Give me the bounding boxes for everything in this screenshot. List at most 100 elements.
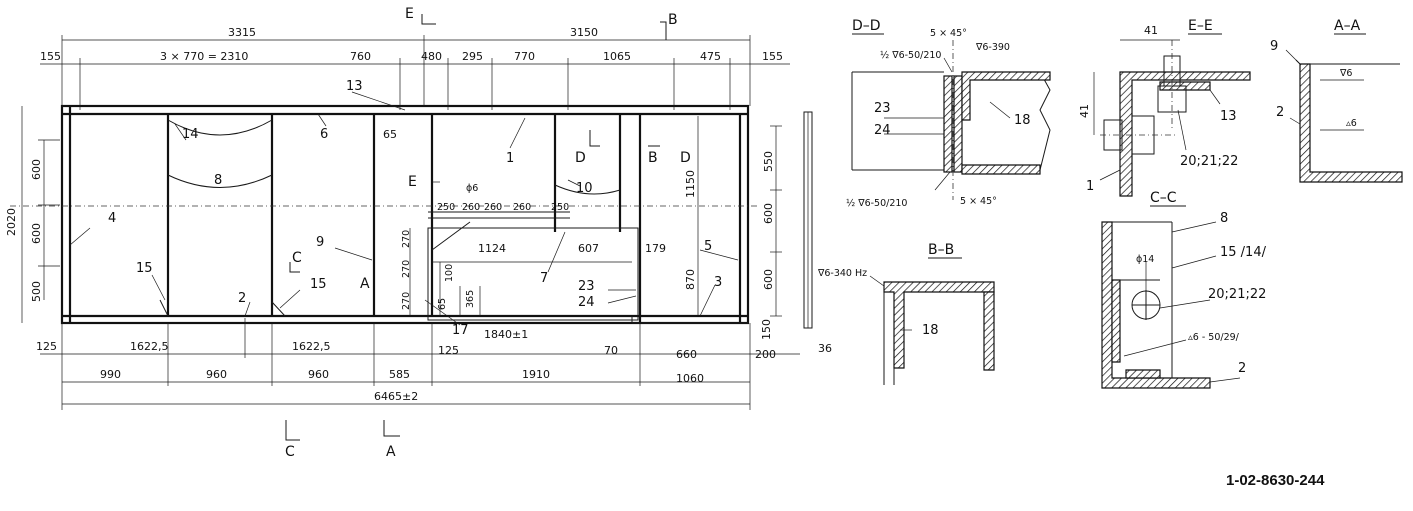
part-9: 9 — [316, 235, 324, 250]
dd-weld-6-390: ∇6-390 — [975, 42, 1010, 53]
frame-outline — [60, 104, 750, 325]
inner-panel — [427, 227, 639, 321]
section-markers: E B C A C A E D B D — [285, 6, 691, 460]
dim-500-left: 500 — [30, 281, 43, 302]
dim-1150: 1150 — [684, 170, 697, 198]
dim-960b: 960 — [308, 368, 329, 381]
ee-dim-41-left: 41 — [1078, 104, 1091, 118]
section-mark-a-mid: A — [360, 276, 370, 292]
section-mark-d-mid2: D — [680, 150, 691, 166]
cc-phi14: ϕ14 — [1136, 254, 1154, 265]
dim-365: 365 — [465, 290, 476, 308]
section-bb-title: B–B — [928, 242, 954, 258]
part-6: 6 — [320, 127, 328, 142]
brace-8 — [167, 174, 273, 188]
main-elevation — [10, 14, 813, 441]
aa-weld-6-top: ∇6 — [1339, 68, 1352, 79]
dim-770: 770 — [514, 50, 535, 63]
section-dd: D–D 5 × 45° ½ ∇6-50/210 ∇6-390 23 24 18 … — [846, 18, 1051, 209]
dim-870: 870 — [684, 269, 697, 290]
dim-1124: 1124 — [478, 242, 506, 255]
dim-760: 760 — [350, 50, 371, 63]
dim-260c: 260 — [513, 202, 531, 213]
dim-65b: 65 — [437, 298, 448, 310]
section-mark-b-top: B — [668, 12, 678, 28]
dim-16225a: 1622,5 — [130, 340, 169, 353]
dim-960a: 960 — [206, 368, 227, 381]
dim-36: 36 — [818, 342, 832, 355]
dim-660: 660 — [676, 348, 697, 361]
dim-550-right: 550 — [762, 151, 775, 172]
section-mark-e-mid: E — [408, 174, 417, 190]
dd-part-23: 23 — [874, 101, 891, 116]
dim-155a: 155 — [40, 50, 61, 63]
dim-200: 200 — [755, 348, 776, 361]
drawing-number: 1-02-8630-244 — [1226, 472, 1325, 489]
dd-weld-half6-bottom: ½ ∇6-50/210 — [846, 198, 907, 209]
ee-part-20-21-22: 20;21;22 — [1180, 154, 1238, 169]
cc-weld-6-50-29: ▵6 - 50/29/ — [1188, 332, 1240, 343]
dim-1060: 1060 — [676, 372, 704, 385]
dim-16225b: 1622,5 — [292, 340, 331, 353]
dim-270c: 270 — [401, 292, 412, 310]
bb-weld-6-340: ∇6-340 Hz — [817, 268, 867, 279]
part-13: 13 — [346, 79, 363, 94]
section-ee: E–E 41 41 13 1 20;21;22 — [1078, 18, 1251, 197]
dim-295: 295 — [462, 50, 483, 63]
bb-part-18: 18 — [922, 323, 939, 338]
cc-part-15-14: 15 /14/ — [1220, 245, 1267, 260]
aa-weld-6-mid: ▵6 — [1346, 118, 1357, 129]
section-mark-a-bottom: A — [386, 444, 396, 460]
part-5: 5 — [704, 239, 712, 254]
part-2: 2 — [238, 291, 246, 306]
dim-270a: 270 — [401, 230, 412, 248]
cc-part-8: 8 — [1220, 211, 1228, 226]
dim-155b: 155 — [762, 50, 783, 63]
dim-3150: 3150 — [570, 26, 598, 39]
section-aa: A–A 9 2 ∇6 ▵6 — [1270, 18, 1403, 183]
part-15b: 15 — [310, 277, 327, 292]
aa-part-2: 2 — [1276, 105, 1284, 120]
ee-part-1: 1 — [1086, 179, 1094, 194]
brace-14 — [167, 119, 273, 136]
section-cc-title: C–C — [1150, 190, 1177, 206]
dim-250a: 250 — [437, 202, 455, 213]
dim-480: 480 — [421, 50, 442, 63]
dim-70: 70 — [604, 344, 618, 357]
dim-1840: 1840±1 — [484, 328, 528, 341]
dim-270b: 270 — [401, 260, 412, 278]
part-17: 17 — [452, 323, 469, 338]
part-4: 4 — [108, 211, 116, 226]
section-ee-title: E–E — [1188, 18, 1213, 34]
dim-600b-left: 600 — [30, 223, 43, 244]
dd-part-18: 18 — [1014, 113, 1031, 128]
brace-inner — [431, 221, 471, 251]
part-10: 10 — [576, 181, 593, 196]
dim-600-right: 600 — [762, 203, 775, 224]
dim-3315: 3315 — [228, 26, 256, 39]
part-number-labels: 1 2 3 4 5 6 7 8 9 10 13 14 15 15 17 23 2… — [108, 79, 722, 338]
dim-475: 475 — [700, 50, 721, 63]
part-14: 14 — [182, 127, 199, 142]
section-bb: B–B ∇6-340 Hz 18 — [817, 242, 995, 385]
section-dd-title: D–D — [852, 18, 881, 34]
part-24: 24 — [578, 295, 595, 310]
section-mark-c-mid: C — [292, 250, 302, 266]
dim-1065: 1065 — [603, 50, 631, 63]
ee-dim-41-top: 41 — [1144, 24, 1158, 37]
main-dimension-labels: 3315 3150 155 3 × 770 = 2310 760 480 295… — [5, 26, 832, 403]
dim-600-left: 600 — [30, 159, 43, 180]
dim-3x770: 3 × 770 = 2310 — [160, 50, 248, 63]
section-aa-title: A–A — [1334, 18, 1361, 34]
section-cc: C–C 8 15 /14/ ϕ14 20;21;22 ▵6 - 50/29/ 2 — [1101, 190, 1267, 389]
part-7: 7 — [540, 271, 548, 286]
dim-125a: 125 — [36, 340, 57, 353]
dd-part-24: 24 — [874, 123, 891, 138]
section-mark-b-mid: B — [648, 150, 658, 166]
dim-6465: 6465±2 — [374, 390, 418, 403]
cc-part-20-21-22: 20;21;22 — [1208, 287, 1266, 302]
gusset-15a — [159, 299, 169, 317]
dim-260b: 260 — [484, 202, 502, 213]
dim-990: 990 — [100, 368, 121, 381]
